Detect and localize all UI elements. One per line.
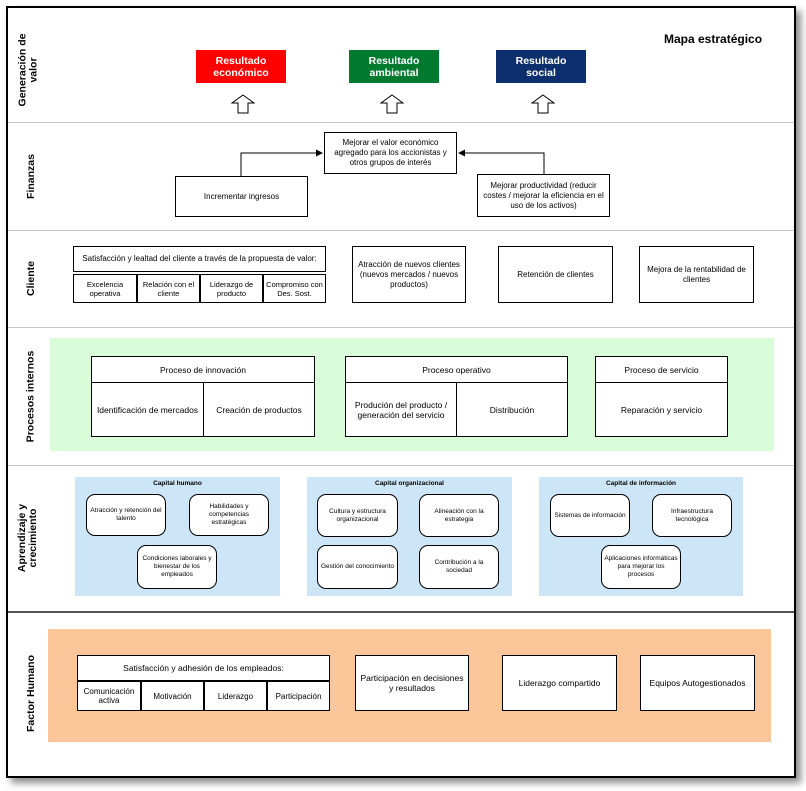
row-label-finanzas: Finanzas [24, 153, 37, 199]
row-label-cliente: Cliente [24, 260, 37, 297]
capital-humano-item: Condiciones laborales y bienestar de los… [137, 545, 217, 589]
cliente-item: Excelencia operativa [73, 274, 137, 303]
capital-organizacional-title: Capital organizacional [375, 480, 444, 487]
proceso-reparacion: Reparación y servicio [595, 382, 728, 437]
cliente-item: Relación con el cliente [137, 274, 200, 303]
finanzas-ingresos-box: Incrementar ingresos [175, 176, 308, 217]
factor-item: Liderazgo [204, 681, 267, 711]
proceso-creacion: Creación de productos [203, 382, 315, 437]
capital-humano-item: Habilidades y competencias estratégicas [189, 494, 269, 536]
up-arrow-icon [380, 94, 404, 114]
up-arrow-icon [531, 94, 555, 114]
cliente-item: Liderazgo de producto [200, 274, 263, 303]
factor-item: Participación [267, 681, 330, 711]
row-label-aprendizaje: Aprendizaje y crecimiento [16, 503, 39, 573]
capital-humano-item: Atracción y retención del talento [86, 494, 166, 536]
factor-satisfaccion-box: Satisfacción y adhesión de los empleados… [77, 655, 330, 681]
proceso-servicio-header: Proceso de servicio [595, 356, 728, 383]
row-label-procesos: Procesos internos [24, 350, 37, 442]
row-separator [8, 611, 794, 613]
row-separator [8, 230, 794, 231]
finanzas-valor-box: Mejorar el valor económico agregado para… [324, 132, 457, 174]
proceso-identificacion: Identificación de mercados [91, 382, 204, 437]
resultado-ambiental: Resultado ambiental [349, 50, 439, 83]
cliente-propuesta-box: Satisfacción y lealtad del cliente a tra… [73, 246, 326, 272]
page-title: Mapa estratégico [664, 32, 763, 46]
factor-item: Comunicación activa [77, 681, 141, 711]
row-separator [8, 465, 794, 466]
capital-organizacional-item: Contribución a la sociedad [419, 545, 499, 589]
row-label-generacion: Generación de valor [16, 33, 40, 107]
capital-informacion-item: Sistemas de información [550, 494, 630, 537]
factor-liderazgo-box: Liderazgo compartido [502, 655, 617, 711]
proceso-innovacion-header: Proceso de innovación [91, 356, 315, 383]
row-separator [8, 327, 794, 328]
cliente-rentabilidad-box: Mejora de la rentabilidad de clientes [639, 246, 754, 303]
cliente-retencion-box: Retención de clientes [498, 246, 613, 303]
proceso-distribucion: Distribución [456, 382, 568, 437]
factor-item: Motivación [141, 681, 204, 711]
proceso-operativo-header: Proceso operativo [345, 356, 568, 383]
cliente-atraccion-box: Atracción de nuevos clientes (nuevos mer… [352, 246, 466, 303]
resultado-social: Resultado social [496, 50, 586, 83]
capital-informacion-item: Infraestructura tecnológica [652, 494, 732, 537]
capital-organizacional-item: Alineación con la estrategia [419, 494, 499, 537]
capital-organizacional-item: Gestión del conocimiento [317, 545, 398, 589]
finanzas-productividad-box: Mejorar productividad (reducir costes / … [477, 174, 610, 217]
capital-organizacional-item: Cultura y estructura organizacional [317, 494, 398, 537]
capital-informacion-title: Capital de información [605, 480, 677, 487]
resultado-economico: Resultado económico [196, 50, 286, 83]
up-arrow-icon [231, 94, 255, 114]
proceso-produccion: Produción del producto / generación del … [345, 382, 457, 437]
capital-humano-title: Capital humano [153, 480, 202, 487]
row-label-factor: Factor Humano [24, 654, 37, 732]
factor-equipos-box: Equipos Autogestionados [640, 655, 755, 711]
row-separator [8, 122, 794, 123]
cliente-item: Compromiso con Des. Sost. [263, 274, 326, 303]
factor-participacion-box: Participación en decisiones y resultados [355, 655, 469, 711]
capital-informacion-item: Aplicaciones informáticas para mejorar l… [601, 545, 681, 589]
